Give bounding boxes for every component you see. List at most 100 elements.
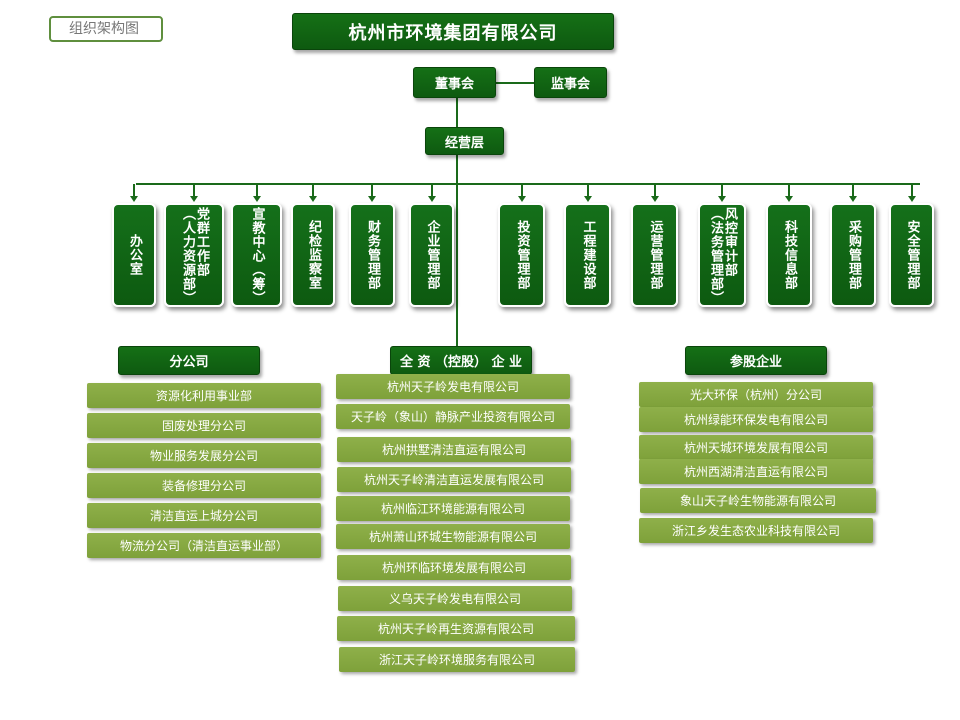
connector-dept-bus <box>136 183 920 185</box>
affiliate-item: 杭州西湖清洁直运有限公司 <box>639 459 873 484</box>
affiliate-item-label: 杭州绿能环保发电有限公司 <box>683 413 828 427</box>
subsidiary-item: 义乌天子岭发电有限公司 <box>338 586 572 611</box>
affiliate-item: 浙江乡发生态农业科技有限公司 <box>639 518 873 543</box>
subsidiary-item: 杭州萧山环城生物能源有限公司 <box>336 524 570 549</box>
subsidiary-item: 杭州天子岭清洁直运发展有限公司 <box>337 467 571 492</box>
diagram-tag: 组织架构图 <box>49 16 163 42</box>
department-label: 运营管理部 <box>647 220 663 290</box>
affiliate-item-label: 象山天子岭生物能源有限公司 <box>679 494 836 508</box>
branches-header: 分公司 <box>118 346 260 375</box>
department-box: 采购管理部 <box>830 203 876 307</box>
subsidiary-item-label: 杭州萧山环城生物能源有限公司 <box>368 530 537 544</box>
department-drop-line <box>371 184 373 196</box>
subsidiary-item-label: 杭州临江环境能源有限公司 <box>380 502 525 516</box>
department-drop-line <box>586 184 589 196</box>
department-label: 科技信息部 <box>782 220 797 290</box>
affiliates-header: 参股企业 <box>685 346 827 375</box>
company-title-text: 杭州市环境集团有限公司 <box>348 22 558 44</box>
department-drop-arrow <box>583 196 592 202</box>
department-box: 党群工作部（人力资源部） <box>164 203 224 307</box>
department-drop-arrow <box>785 196 793 202</box>
subsidiary-item-label: 义乌天子岭发电有限公司 <box>388 592 521 606</box>
department-drop-arrow <box>252 196 261 202</box>
department-drop-arrow <box>309 196 317 202</box>
subsidiaries-header-label: 全 资 （控股） 企 业 <box>399 355 523 370</box>
department-label: 财务管理部 <box>365 220 380 290</box>
department-drop-arrow <box>427 196 436 202</box>
department-box: 科技信息部 <box>766 203 812 307</box>
department-box: 投资管理部 <box>498 203 545 307</box>
branches-header-label: 分公司 <box>169 355 209 370</box>
affiliate-item: 光大环保（杭州）分公司 <box>639 382 873 407</box>
department-drop-line <box>788 184 790 196</box>
department-box: 安全管理部 <box>889 203 934 307</box>
company-title: 杭州市环境集团有限公司 <box>292 13 614 50</box>
department-drop-line <box>133 184 135 196</box>
subsidiary-item-label: 杭州环临环境发展有限公司 <box>381 561 526 575</box>
department-drop-line <box>430 184 433 196</box>
connector-board-supervisory <box>496 82 534 84</box>
department-box: 运营管理部 <box>631 203 678 307</box>
department-label: 采购管理部 <box>846 220 861 290</box>
department-label: 纪检监察室 <box>306 220 321 290</box>
department-drop-line <box>653 184 656 196</box>
affiliate-item-label: 杭州天城环境发展有限公司 <box>683 441 828 455</box>
branch-item-label: 装备修理分公司 <box>161 479 246 493</box>
branch-item-label: 清洁直运上城分公司 <box>149 509 258 523</box>
branch-item-label: 资源化利用事业部 <box>155 389 252 403</box>
supervisory-board-label: 监事会 <box>550 77 590 92</box>
department-drop-arrow <box>517 196 526 202</box>
department-drop-arrow <box>650 196 659 202</box>
subsidiary-item: 杭州临江环境能源有限公司 <box>336 496 570 521</box>
department-box: 企业管理部 <box>409 203 454 307</box>
subsidiary-item: 杭州天子岭发电有限公司 <box>336 374 570 399</box>
branch-item-label: 物流分公司（清洁直运事业部） <box>119 539 288 553</box>
department-label: 办公室 <box>127 234 142 276</box>
department-label: 投资管理部 <box>514 220 530 290</box>
affiliate-item: 象山天子岭生物能源有限公司 <box>640 488 876 513</box>
branch-item: 清洁直运上城分公司 <box>87 503 321 528</box>
department-label: 党群工作部（人力资源部） <box>180 207 209 305</box>
subsidiary-item: 杭州拱墅清洁直运有限公司 <box>337 437 571 462</box>
affiliates-header-label: 参股企业 <box>729 355 782 370</box>
board-box: 董事会 <box>413 67 496 98</box>
department-drop-line <box>255 184 258 196</box>
department-label: 工程建设部 <box>580 220 596 290</box>
department-box: 工程建设部 <box>564 203 611 307</box>
department-drop-arrow <box>849 196 857 202</box>
affiliate-item-label: 浙江乡发生态农业科技有限公司 <box>671 524 840 538</box>
department-drop-arrow <box>718 196 726 202</box>
branch-item-label: 固废处理分公司 <box>161 419 246 433</box>
subsidiary-item-label: 浙江天子岭环境服务有限公司 <box>378 653 535 667</box>
department-box: 纪检监察室 <box>291 203 335 307</box>
management-box: 经营层 <box>425 127 504 155</box>
affiliate-item-label: 杭州西湖清洁直运有限公司 <box>683 465 828 479</box>
subsidiary-item-label: 杭州天子岭清洁直运发展有限公司 <box>363 473 544 487</box>
department-drop-arrow <box>368 196 376 202</box>
department-label: 风控审计部（法务管理部） <box>708 207 737 305</box>
subsidiary-item: 杭州天子岭再生资源有限公司 <box>337 616 575 641</box>
department-drop-arrow <box>190 196 198 202</box>
subsidiary-item: 天子岭（象山）静脉产业投资有限公司 <box>336 404 570 429</box>
subsidiary-item-label: 杭州拱墅清洁直运有限公司 <box>381 443 526 457</box>
department-box: 宣教中心（筹） <box>231 203 282 307</box>
affiliate-item: 杭州天城环境发展有限公司 <box>639 435 873 460</box>
department-label: 宣教中心（筹） <box>249 207 265 305</box>
department-box: 风控审计部（法务管理部） <box>698 203 746 307</box>
department-label: 企业管理部 <box>424 220 440 290</box>
connector-management-trunk <box>456 155 458 348</box>
subsidiaries-header: 全 资 （控股） 企 业 <box>390 346 532 375</box>
department-drop-line <box>910 184 913 196</box>
subsidiary-item-label: 杭州天子岭发电有限公司 <box>386 380 519 394</box>
affiliate-item-label: 光大环保（杭州）分公司 <box>689 388 822 402</box>
branch-item-label: 物业服务发展分公司 <box>149 449 258 463</box>
connector-board-management <box>456 98 458 128</box>
subsidiary-item-label: 天子岭（象山）静脉产业投资有限公司 <box>350 410 555 424</box>
management-label: 经营层 <box>444 135 484 151</box>
branch-item: 物流分公司（清洁直运事业部） <box>87 533 321 558</box>
department-label: 安全管理部 <box>904 220 920 290</box>
board-label: 董事会 <box>434 77 474 92</box>
branch-item: 装备修理分公司 <box>87 473 321 498</box>
affiliate-item: 杭州绿能环保发电有限公司 <box>639 407 873 432</box>
department-drop-line <box>721 184 723 196</box>
